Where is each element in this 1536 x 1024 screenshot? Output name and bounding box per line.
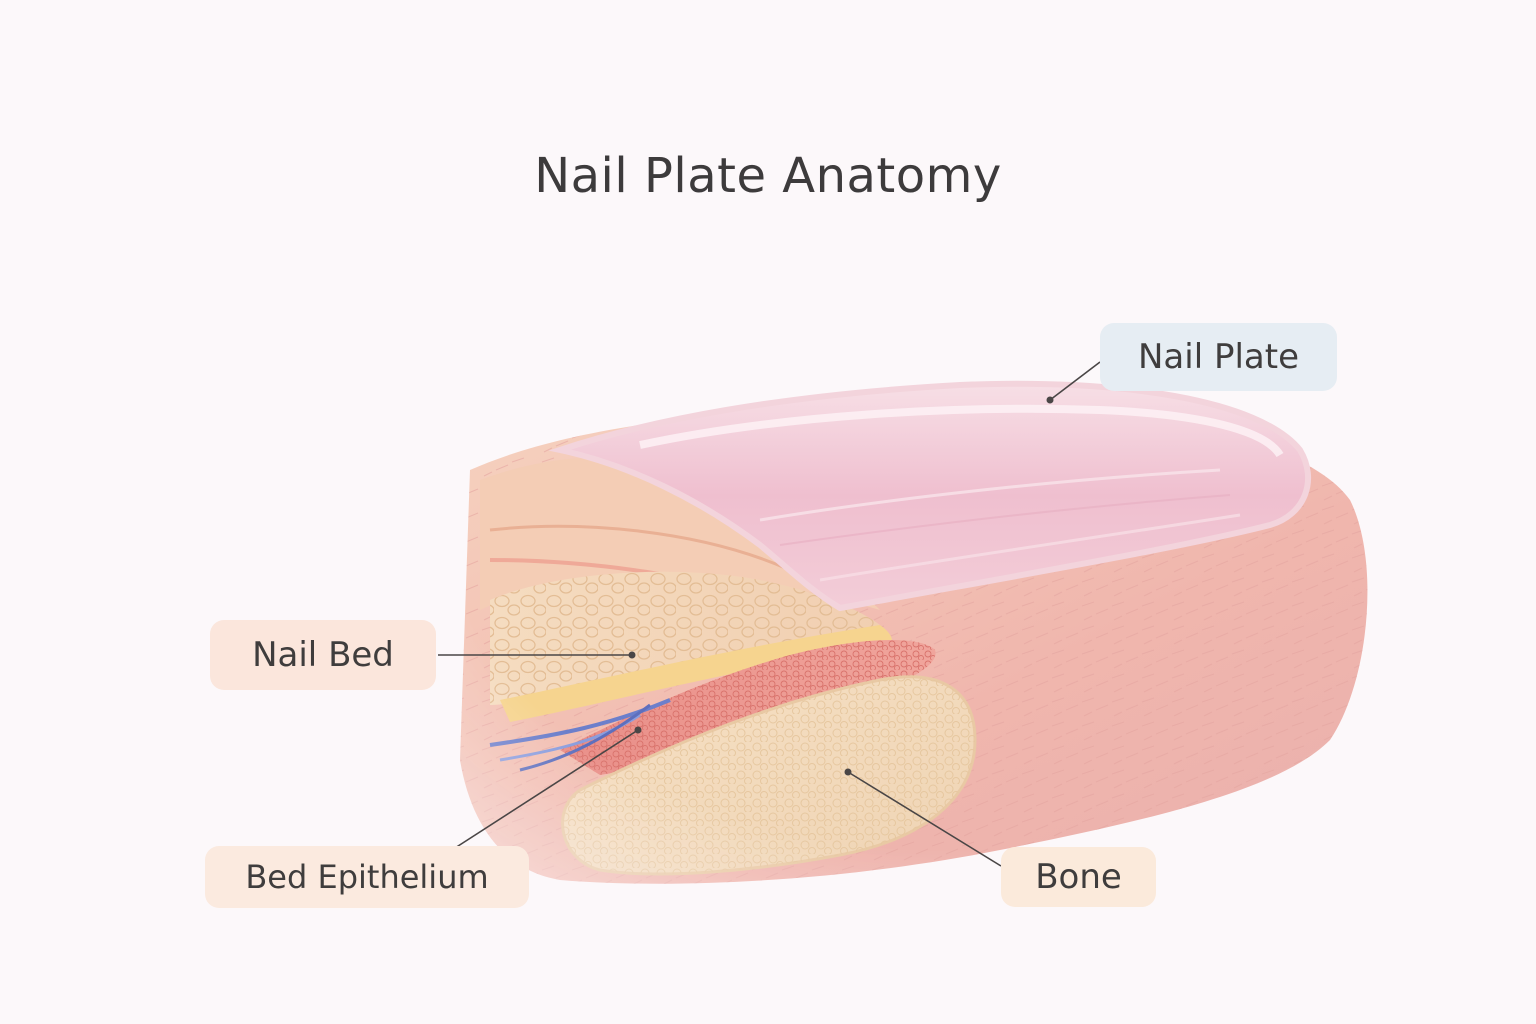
- bone-marker: [844, 768, 852, 776]
- nail-plate-marker: [1046, 396, 1054, 404]
- bone-label: Bone: [1001, 847, 1156, 907]
- nail-plate-leader: [1049, 361, 1101, 401]
- nail-plate-label: Nail Plate: [1100, 323, 1337, 391]
- bed-epithelium-marker: [634, 726, 642, 734]
- nail-bed-marker: [628, 651, 636, 659]
- nail-bed-label: Nail Bed: [210, 620, 436, 690]
- diagram-title: Nail Plate Anatomy: [534, 148, 1002, 204]
- bed-epithelium-leader: [454, 729, 639, 849]
- bed-epithelium-label: Bed Epithelium: [205, 846, 529, 908]
- bone-leader: [847, 771, 1002, 867]
